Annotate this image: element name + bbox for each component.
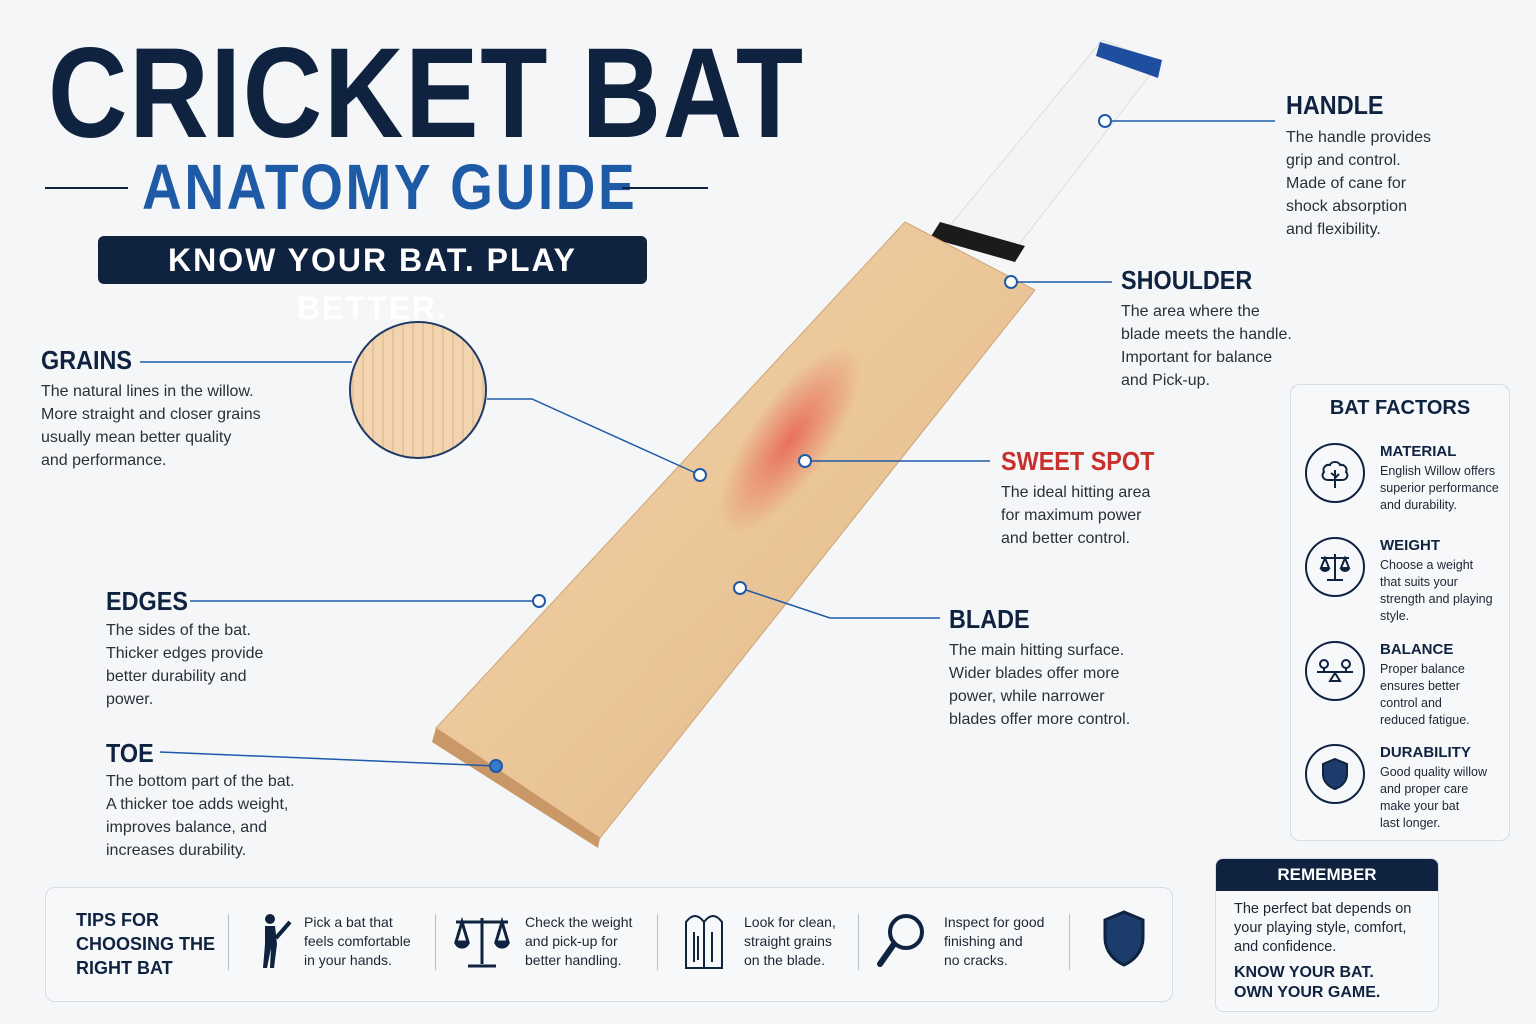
sweet-spot-title: SWEET SPOT <box>1001 446 1155 476</box>
remember-text: The perfect bat depends on your playing … <box>1234 901 1412 955</box>
shield-icon <box>1305 744 1365 804</box>
shield-icon <box>1103 910 1145 967</box>
factor-title: WEIGHT <box>1380 537 1440 554</box>
tip-text: Pick a bat that feels comfortable in you… <box>304 914 411 968</box>
handle-collar <box>930 222 1025 262</box>
page-title: CRICKET BAT <box>48 22 805 165</box>
blade-title: BLADE <box>949 604 1030 634</box>
bat-factors-card: BAT FACTORS MATERIAL English Willow offer… <box>1290 384 1510 841</box>
tip-text: Inspect for good finishing and no cracks… <box>944 914 1045 968</box>
factor-text: English Willow offers superior performan… <box>1380 464 1499 512</box>
tip-text: Check the weight and pick-up for better … <box>525 914 633 968</box>
sweet-spot-area <box>718 347 862 533</box>
tip-text: Look for clean, straight grains on the b… <box>744 914 836 968</box>
edges-text: The sides of the bat. Thicker edges prov… <box>106 622 264 708</box>
magnifier-icon <box>877 914 924 967</box>
scale-icon <box>453 916 511 968</box>
tagline-banner: KNOW YOUR BAT. PLAY BETTER. <box>98 236 647 326</box>
handle-cap <box>1096 42 1162 78</box>
shoulder-text: The area where the blade meets the handl… <box>1121 303 1292 389</box>
factor-title: DURABILITY <box>1380 744 1471 761</box>
bat-handle <box>947 39 1161 247</box>
grains-title: GRAINS <box>41 345 133 375</box>
handle-text: The handle provides grip and control. Ma… <box>1286 129 1431 238</box>
tree-icon <box>1305 443 1365 503</box>
tips-panel: TIPS FOR CHOOSING THE RIGHT BAT Pick a b… <box>45 887 1173 1002</box>
seesaw-icon <box>1305 641 1365 701</box>
page-subtitle: ANATOMY GUIDE <box>142 151 638 223</box>
tips-title: TIPS FOR CHOOSING THE RIGHT BAT <box>76 910 216 978</box>
remember-title: REMEMBER <box>1216 859 1438 891</box>
handle-title: HANDLE <box>1286 90 1384 120</box>
shoulder-title: SHOULDER <box>1121 265 1253 295</box>
factor-title: MATERIAL <box>1380 443 1457 460</box>
blade-text: The main hitting surface. Wider blades o… <box>949 642 1131 728</box>
edges-title: EDGES <box>106 586 188 616</box>
toe-text: The bottom part of the bat. A thicker to… <box>106 773 295 859</box>
toe-title: TOE <box>106 738 154 768</box>
divider <box>622 187 708 189</box>
remember-box: REMEMBER The perfect bat depends on your… <box>1215 858 1439 1012</box>
factor-text: Choose a weight that suits your strength… <box>1380 558 1493 623</box>
scale-icon <box>1305 537 1365 597</box>
grains-text: The natural lines in the willow. More st… <box>41 383 261 469</box>
batsman-icon <box>263 914 292 968</box>
sweet-spot-text: The ideal hitting area for maximum power… <box>1001 484 1151 547</box>
grain-magnifier <box>349 321 487 459</box>
grain-icon <box>685 915 723 969</box>
bat-toe <box>432 728 600 848</box>
remember-slogan: KNOW YOUR BAT. OWN YOUR GAME. <box>1234 964 1381 1001</box>
factor-title: BALANCE <box>1380 641 1454 658</box>
factor-text: Good quality willow and proper care make… <box>1380 765 1487 830</box>
factor-text: Proper balance ensures better control an… <box>1380 662 1470 727</box>
bat-factors-title: BAT FACTORS <box>1329 397 1471 419</box>
divider <box>45 187 128 189</box>
